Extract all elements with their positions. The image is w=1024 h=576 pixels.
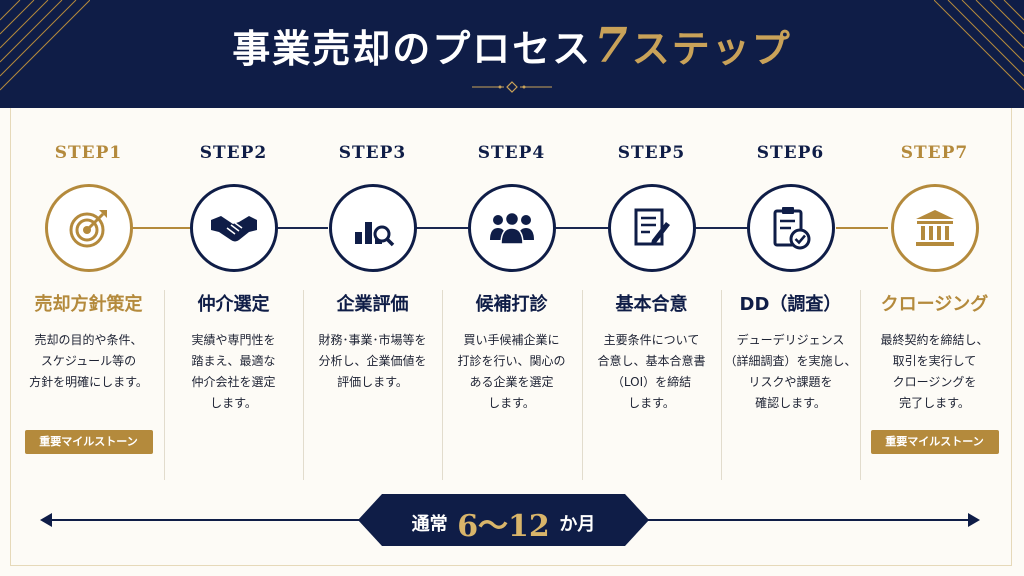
title-suffix: ステップ	[631, 26, 792, 71]
column-divider	[442, 290, 443, 480]
desc-line: 打診を行い、関心の	[457, 354, 566, 368]
step-7: STEP7 クロージング 最終契約を締結し、 取引を実行して クロージングを 完…	[865, 140, 1004, 454]
step-2: STEP2 仲介選定 実績や専門性を 踏まえ、最適な 仲介会社を選定 します。	[164, 140, 303, 414]
step-1: STEP1 売却方針策定 売却の目的や条件、 スケジュール等の 方針を明確にしま…	[19, 140, 158, 454]
desc-line: します。	[210, 396, 257, 410]
desc-line: 実績や専門性を	[191, 333, 276, 347]
step-label: STEP6	[756, 143, 825, 163]
title-ornament	[472, 81, 552, 93]
step-description: 主要条件について 合意し、基本合意書 （LOI）を締結 します。	[582, 330, 721, 414]
step-label: STEP5	[617, 143, 686, 163]
arrow-right-icon	[968, 513, 980, 527]
duration-range: 6～12	[457, 509, 550, 544]
desc-line: 最終契約を締結し、	[880, 333, 989, 347]
desc-line: ある企業を選定	[469, 375, 554, 389]
step-description: 財務･事業･市場等を 分析し、企業価値を 評価します。	[303, 330, 442, 393]
duration-prefix: 通常	[411, 514, 448, 535]
connector-line	[416, 227, 468, 229]
chart-magnifier-icon	[354, 222, 394, 247]
step-circle	[44, 184, 133, 272]
corner-ornament-right	[934, 0, 1024, 91]
step-label: STEP7	[900, 143, 969, 163]
desc-line: 仲介会社を選定	[191, 375, 276, 389]
connector-line	[132, 227, 190, 229]
desc-line: （LOI）を締結	[611, 375, 692, 389]
desc-line: 取引を実行して	[892, 354, 977, 368]
step-description: デューデリジェンス （詳細調査）を実施し、 リスクや課題を 確認します。	[721, 330, 860, 414]
connector-line	[836, 227, 888, 229]
desc-line: 完了します。	[899, 396, 970, 410]
arrow-left-icon	[40, 513, 52, 527]
handshake-icon	[210, 216, 257, 242]
step-circle	[467, 184, 556, 272]
desc-line: 踏まえ、最適な	[191, 354, 276, 368]
step-name: 候補打診	[475, 294, 548, 315]
step-circle	[189, 184, 278, 272]
desc-line: （詳細調査）を実施し、	[724, 354, 857, 368]
desc-line: クロージングを	[892, 375, 977, 389]
step-4: STEP4 候補打診 買い手候補企業に 打診を行い、関心の ある企業を選定 しま…	[442, 140, 581, 414]
milestone-badge: 重要マイルストーン	[870, 430, 999, 454]
column-divider	[582, 290, 583, 480]
page-title: 事業売却のプロセス7ステップ	[0, 18, 1024, 74]
desc-line: スケジュール等の	[40, 354, 137, 368]
duration-banner-shape	[358, 494, 649, 546]
step-description: 買い手候補企業に 打診を行い、関心の ある企業を選定 します。	[442, 330, 581, 414]
desc-line: 財務･事業･市場等を	[318, 333, 427, 347]
step-3: STEP3 企業評価 財務･事業･市場等を 分析し、企業価値を 評価します。	[303, 140, 442, 393]
desc-line: リスクや課題を	[748, 375, 833, 389]
milestone-badge: 重要マイルストーン	[24, 430, 153, 454]
step-label: STEP4	[477, 143, 546, 163]
step-label: STEP3	[338, 143, 407, 163]
connector-line	[556, 227, 608, 229]
step-5: STEP5 基本合意 主要条件について 合意し、基本合意書 （LOI）を締結 し…	[582, 140, 721, 414]
desc-line: 合意し、基本合意書	[597, 354, 706, 368]
corner-ornament-left	[0, 0, 90, 91]
step-name: 企業評価	[336, 294, 409, 315]
duration-banner: 通常 6～12 か月	[358, 493, 649, 547]
connector-line	[278, 227, 328, 229]
desc-line: 売却の目的や条件、	[34, 333, 143, 347]
step-6: STEP6 DD（調査） デューデリジェンス （詳細調査）を実施し、 リスクや課…	[721, 140, 860, 414]
step-description: 売却の目的や条件、 スケジュール等の 方針を明確にします。	[19, 330, 158, 393]
desc-line: 方針を明確にします。	[29, 375, 148, 389]
connector-line	[696, 227, 748, 229]
step-circle	[890, 184, 979, 272]
step-label: STEP1	[54, 143, 123, 163]
desc-line: 確認します。	[755, 396, 826, 410]
column-divider	[721, 290, 722, 480]
step-description: 最終契約を締結し、 取引を実行して クロージングを 完了します。	[865, 330, 1004, 414]
document-pen-icon	[634, 208, 670, 246]
bank-icon	[915, 210, 954, 246]
column-divider	[303, 290, 304, 480]
step-circle	[328, 184, 417, 272]
desc-line: 分析し、企業価値を	[318, 354, 427, 368]
column-divider	[164, 290, 165, 480]
column-divider	[860, 290, 861, 480]
desc-line: 評価します。	[337, 375, 408, 389]
step-circle	[607, 184, 696, 272]
desc-line: デューデリジェンス	[736, 333, 845, 347]
header-banner: 事業売却のプロセス7ステップ	[0, 0, 1024, 108]
clipboard-check-icon	[773, 207, 810, 250]
step-name: 売却方針策定	[34, 294, 143, 315]
step-name: 基本合意	[615, 294, 688, 315]
desc-line: します。	[628, 396, 675, 410]
duration-text: 通常 6～12 か月	[358, 501, 649, 545]
title-prefix: 事業売却のプロセス	[232, 26, 593, 71]
title-number: 7	[594, 18, 630, 74]
step-name: DD（調査）	[739, 294, 842, 315]
step-label: STEP2	[199, 143, 268, 163]
people-icon	[489, 211, 534, 245]
desc-line: します。	[488, 396, 535, 410]
step-circle	[746, 184, 835, 272]
duration-suffix: か月	[559, 514, 596, 535]
step-name: 仲介選定	[197, 294, 270, 315]
step-name: クロージング	[880, 294, 989, 315]
desc-line: 買い手候補企業に	[463, 333, 560, 347]
content-frame	[10, 108, 1012, 566]
step-description: 実績や専門性を 踏まえ、最適な 仲介会社を選定 します。	[164, 330, 303, 414]
desc-line: 主要条件について	[603, 333, 700, 347]
target-icon	[69, 210, 107, 248]
